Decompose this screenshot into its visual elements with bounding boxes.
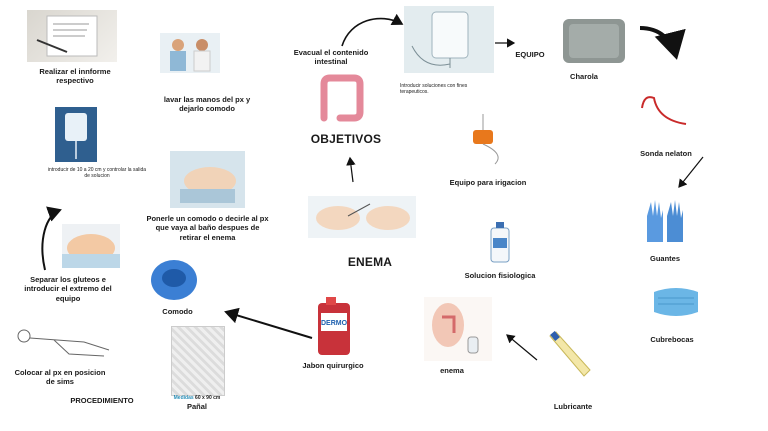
cubrebocas-image [648, 282, 704, 322]
objetivos-title: OBJETIVOS [310, 132, 382, 146]
solucion-image [487, 220, 513, 264]
step-lavar-manos: lavar las manos del px y dejarlo comodo [163, 95, 251, 114]
arrow-evacual-to-bag [341, 13, 404, 47]
arrow-jabon-to-comodo [224, 307, 313, 339]
panal-brand-name: Medidas [173, 395, 194, 401]
objetivo-evacual: Evacual el contenido intestinal [293, 48, 369, 67]
arrow-charola-curve [639, 26, 686, 60]
step-introducir-10-20: introducir de 10 a 20 cm y controlar la … [47, 167, 147, 180]
panal-brand: Medidas 60 x 90 cm [171, 395, 223, 401]
procedimiento-title: PROCEDIMIENTO [70, 396, 134, 405]
arrow-lubricante-to-enema [506, 334, 538, 361]
equipo-jabon: Jabon quirurgico [302, 361, 364, 370]
equipo-panal: Pañal [186, 402, 207, 411]
separar-gluteos-image [62, 224, 120, 268]
lavar-manos-image [160, 33, 220, 73]
lubricante-image [544, 330, 594, 384]
equipo-charola: Charola [570, 72, 598, 81]
informe-image [27, 10, 117, 62]
step-realizar-informe: Realizar el innforme respectivo [39, 67, 111, 86]
step-ponerle-comodo: Ponerle un comodo o decirle al px que va… [146, 214, 269, 242]
sonda-image [638, 88, 690, 130]
equipo-enema: enema [440, 366, 464, 375]
equipo-cubrebocas: Cubrebocas [650, 335, 694, 344]
equipo-lubricante: Lubricante [553, 402, 593, 411]
guantes-image [641, 196, 689, 246]
enema-title: ENEMA [347, 255, 393, 269]
equipo-solucion: Solucion fisiologica [464, 271, 536, 280]
charola-image [560, 15, 628, 67]
comodo-image [149, 256, 199, 302]
arrow-sonda-to-guantes [678, 156, 704, 188]
arrow-enema-to-objetivos [346, 156, 356, 183]
jabon-image: DERMO [310, 295, 358, 357]
equipo-irrigacion: Equipo para irigacion [449, 178, 527, 187]
enema-procedure-image [308, 196, 416, 238]
bolsa-irrigacion-image [404, 6, 494, 73]
intestino-image [316, 74, 368, 124]
arrow-separar-curve [41, 206, 62, 271]
equipo-guantes: Guantes [649, 254, 680, 263]
equipo-title: EQUIPO [515, 50, 545, 59]
step-separar-gluteos: Separar los gluteos e introducir el extr… [24, 275, 112, 303]
step-posicion-sims: Colocar al px en posicion de sims [14, 368, 106, 387]
panal-size: 60 x 90 cm [195, 395, 221, 401]
objetivo-introducir-soluciones: Introducir soluciones con fines terapeut… [400, 83, 468, 96]
bolsa-irrigacion-small-image [55, 107, 97, 162]
ponerle-comodo-image [170, 151, 245, 208]
equipo-comodo: Comodo [162, 307, 193, 316]
panal-image [171, 326, 225, 396]
equipo-sonda: Sonda nelaton [640, 149, 692, 158]
equipo-irrigacion-image [465, 110, 510, 165]
jabon-brand-label: DERMO [321, 320, 348, 327]
enema-diagram-image [424, 297, 492, 361]
posicion-sims-image [14, 322, 116, 362]
